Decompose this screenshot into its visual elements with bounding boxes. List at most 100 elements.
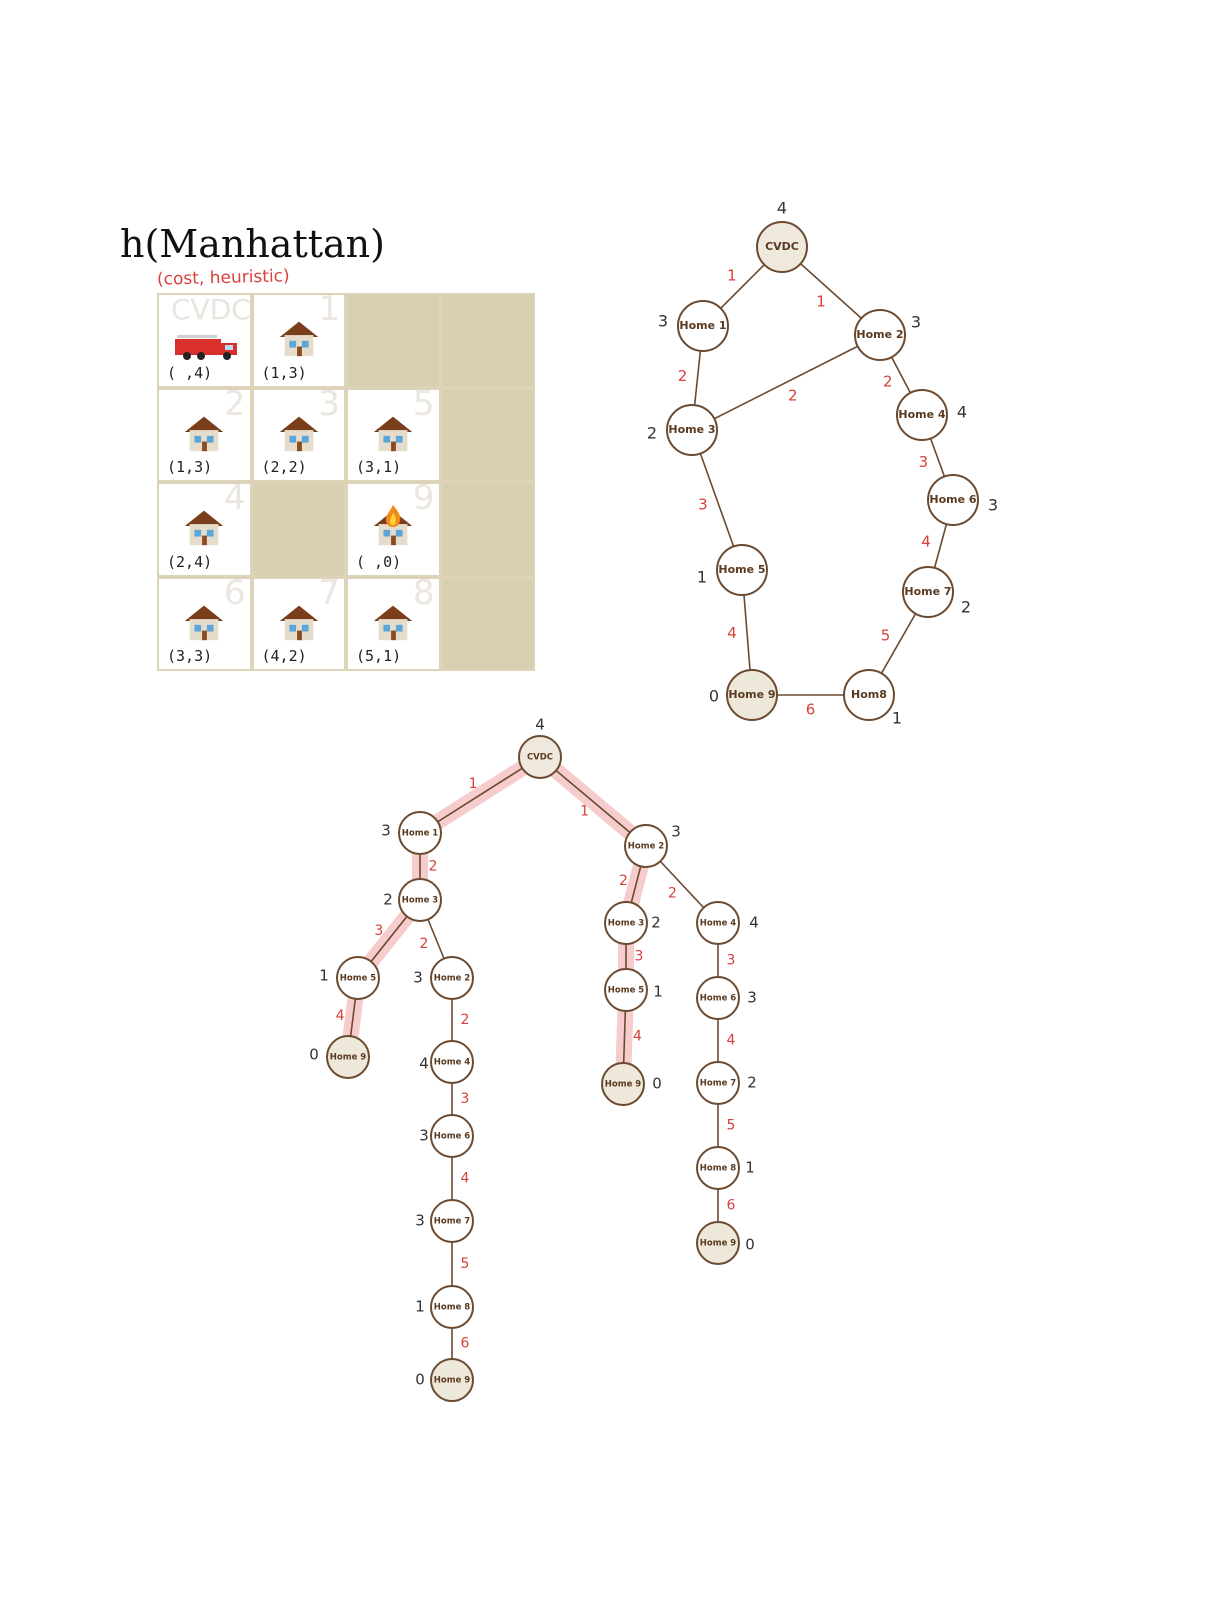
node-label: CVDC xyxy=(527,753,553,763)
node-label: Home 7 xyxy=(700,1079,737,1089)
node-label: Home 9 xyxy=(605,1080,642,1090)
house-icon xyxy=(184,605,224,640)
heuristic-value: 4 xyxy=(419,1055,429,1073)
node-label: Home 1 xyxy=(679,319,726,332)
node-t14: Home 5 xyxy=(604,968,648,1012)
grid-cell-blocked xyxy=(348,295,439,386)
node-t10: Home 8 xyxy=(430,1285,474,1329)
node-t12: Home 3 xyxy=(604,901,648,945)
house-icon xyxy=(279,416,318,451)
node-t4: Home 5 xyxy=(336,956,380,1000)
grid-cell-blocked xyxy=(442,295,533,386)
cell-number: 8 xyxy=(412,578,435,613)
edge-cost-label: 5 xyxy=(881,627,891,645)
cell-coordinate: (2,4) xyxy=(167,552,213,571)
node-label: Home 6 xyxy=(929,493,977,506)
house-icon xyxy=(279,321,318,357)
node-t11: Home 9 xyxy=(430,1358,474,1402)
heuristic-value: 3 xyxy=(658,312,668,331)
heuristic-value: 1 xyxy=(892,709,902,728)
heuristic-value: 4 xyxy=(535,716,545,734)
grid-cell-blocked xyxy=(253,484,344,575)
edge-t0-t1 xyxy=(419,756,541,834)
cell-coordinate: (5,1) xyxy=(356,647,402,665)
node-label: Home 9 xyxy=(700,1239,737,1249)
map-grid: CVDC ( ,4)1 (1,3)2 (1,3)3 (2,2)5 (3,1)4 … xyxy=(157,293,535,671)
node-label: Home 8 xyxy=(700,1164,737,1174)
edge-cost-label: 5 xyxy=(727,1118,736,1134)
cell-number: 3 xyxy=(318,389,340,424)
heuristic-value: 1 xyxy=(653,983,663,1001)
edge-cost-label: 1 xyxy=(816,293,826,311)
edge-cost-label: 3 xyxy=(461,1091,470,1107)
node-cvdc: CVDC xyxy=(756,221,808,273)
grid-cell-blocked xyxy=(442,389,533,480)
node-t1: Home 1 xyxy=(398,811,442,855)
heuristic-value: 2 xyxy=(747,1074,757,1092)
heuristic-value: 0 xyxy=(709,687,719,706)
edge-cost-label: 1 xyxy=(727,266,737,284)
edge-h3-h2 xyxy=(691,334,881,431)
edge-cost-label: 2 xyxy=(429,859,438,875)
node-label: Home 2 xyxy=(856,328,903,341)
heuristic-value: 3 xyxy=(671,823,681,841)
edge-cost-label: 2 xyxy=(668,885,677,901)
edge-cost-label: 3 xyxy=(919,453,929,471)
node-label: Home 5 xyxy=(718,563,765,576)
node-label: Home 7 xyxy=(434,1217,471,1227)
burning-house-icon xyxy=(373,504,413,546)
heuristic-value: 4 xyxy=(749,914,759,932)
cell-number: 5 xyxy=(412,389,435,424)
heuristic-value: 3 xyxy=(747,989,757,1007)
cell-coordinate: (3,3) xyxy=(167,647,213,665)
heuristic-value: 4 xyxy=(777,199,787,218)
node-t18: Home 8 xyxy=(696,1146,740,1190)
heuristic-value: 2 xyxy=(647,424,657,443)
edge-cost-label: 4 xyxy=(921,533,931,551)
node-label: Home 2 xyxy=(628,842,665,852)
node-t2: Home 2 xyxy=(624,824,668,868)
cell-coordinate: (1,3) xyxy=(261,363,307,382)
node-label: Home 9 xyxy=(434,1376,471,1386)
heuristic-value: 2 xyxy=(651,914,661,932)
heuristic-value: 4 xyxy=(957,403,967,422)
node-t13: Home 4 xyxy=(696,901,740,945)
grid-cell: 1 (1,3) xyxy=(253,295,344,386)
heuristic-value: 0 xyxy=(745,1236,755,1254)
edge-cost-label: 2 xyxy=(420,936,429,952)
house-icon xyxy=(184,416,224,451)
node-label: Home 4 xyxy=(898,408,946,421)
node-h7: Home 7 xyxy=(902,566,954,618)
node-t16: Home 6 xyxy=(696,976,740,1020)
heuristic-value: 2 xyxy=(961,598,971,617)
edge-cost-label: 6 xyxy=(806,701,816,719)
page-title: h(Manhattan) xyxy=(120,222,385,266)
node-label: Home 3 xyxy=(608,919,645,929)
node-label: Home 2 xyxy=(434,974,471,984)
node-label: Home 9 xyxy=(330,1053,367,1063)
fire-truck-icon xyxy=(175,335,237,360)
house-icon xyxy=(373,416,413,451)
heuristic-value: 3 xyxy=(419,1127,429,1145)
cell-coordinate: ( ,4) xyxy=(167,363,213,382)
node-label: Home 9 xyxy=(728,688,775,701)
node-t7: Home 4 xyxy=(430,1040,474,1084)
grid-cell-blocked xyxy=(442,578,533,669)
node-h8: Hom8 xyxy=(843,669,895,721)
node-h2: Home 2 xyxy=(854,309,906,361)
edge-t0-t2 xyxy=(539,756,647,847)
cell-number: 7 xyxy=(318,578,340,613)
edge-cost-label: 1 xyxy=(469,776,478,792)
node-t3: Home 3 xyxy=(398,878,442,922)
node-label: Home 3 xyxy=(402,896,439,906)
grid-cell: CVDC ( ,4) xyxy=(159,295,250,386)
cell-number: 6 xyxy=(223,578,246,613)
node-label: Home 3 xyxy=(668,423,715,436)
heuristic-value: 3 xyxy=(413,969,423,987)
heuristic-value: 0 xyxy=(415,1371,425,1389)
edge-cost-label: 3 xyxy=(374,923,383,939)
cell-name: CVDC xyxy=(171,295,250,326)
grid-cell-blocked xyxy=(442,484,533,575)
